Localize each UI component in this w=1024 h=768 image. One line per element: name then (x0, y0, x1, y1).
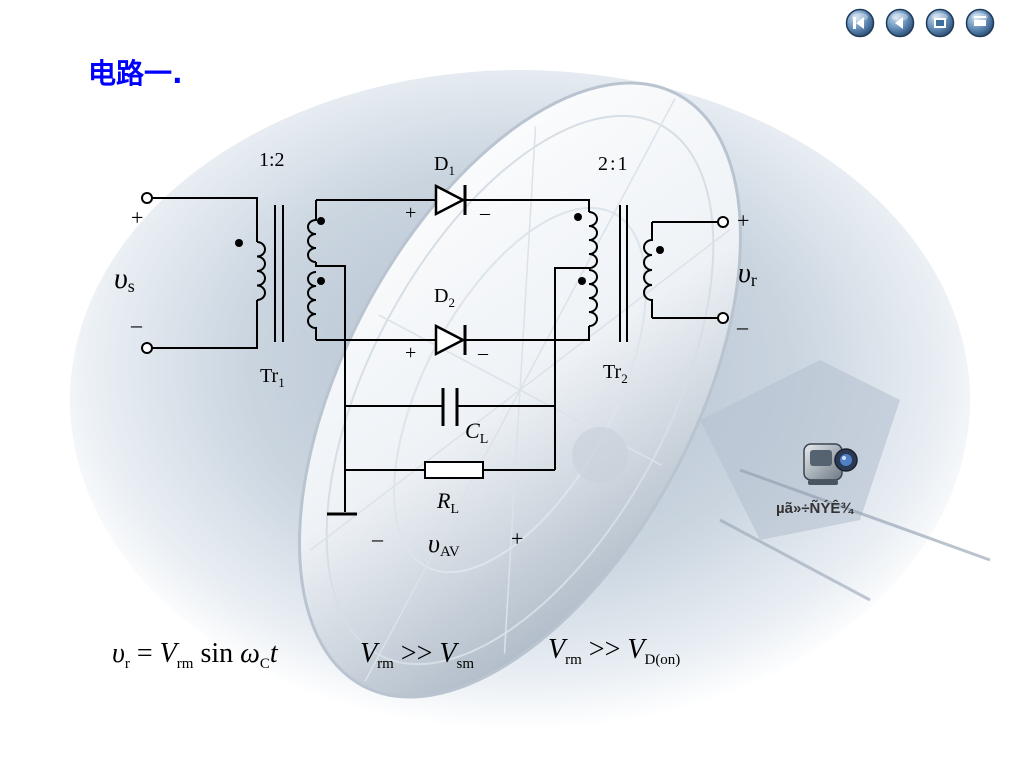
bottom-rail (316, 326, 590, 341)
tr2-coil-upper (588, 211, 598, 269)
vs-plus: + (131, 205, 143, 230)
equation-vrm-vdon: Vrm >> VD(on) (548, 634, 680, 668)
d1-label: D1 (434, 153, 455, 178)
vr-minus: – (736, 314, 749, 339)
vr-label: υr (738, 258, 757, 290)
forward-icon (925, 8, 955, 38)
capacitor-plates (441, 388, 459, 426)
tr1-primary-coil (256, 241, 266, 301)
output-terminal-bottom (717, 312, 729, 324)
vav-label: υAV (428, 529, 460, 560)
input-terminal-top (141, 192, 153, 204)
d1-plus: + (405, 202, 416, 224)
vs-minus: – (130, 312, 143, 337)
resistor-body (424, 461, 484, 479)
next-slide-button[interactable] (925, 8, 955, 38)
top-rail (316, 199, 590, 212)
d1-minus: – (479, 202, 491, 224)
rl-label: RL (436, 488, 459, 517)
center-tap-left (315, 262, 346, 512)
d2-plus: + (405, 342, 416, 364)
tr1-label: Tr1 (260, 365, 285, 390)
slide-title: 电路一. (88, 57, 183, 90)
vs-label: υs (114, 262, 135, 296)
back-icon (885, 8, 915, 38)
first-slide-button[interactable] (845, 8, 875, 38)
last-slide-button[interactable] (965, 8, 995, 38)
tr2-label: Tr2 (603, 361, 628, 386)
cl-label: CL (465, 418, 488, 447)
diode-d1 (434, 183, 467, 217)
end-icon (965, 8, 995, 38)
equation-vr: υr = Vrm sin ωCt (112, 638, 279, 672)
d2-minus: – (477, 342, 489, 364)
tr2-ratio-label: 2:1 (598, 153, 630, 175)
tr1-secondary-coil-lower (307, 271, 317, 340)
center-tap-right (554, 267, 589, 470)
polarity-dots (235, 213, 664, 285)
video-demo-button[interactable] (800, 438, 860, 488)
output-terminal-top (717, 216, 729, 228)
d2-label: D2 (434, 285, 455, 310)
tr1-secondary-coil-upper (307, 200, 317, 263)
vav-minus: – (371, 526, 384, 551)
diode-d2 (434, 323, 467, 357)
rewind-icon (845, 8, 875, 38)
tr1-core (274, 205, 284, 342)
input-wires (152, 197, 258, 349)
vav-plus: + (511, 526, 523, 551)
tr2-output-coil (643, 222, 653, 318)
input-terminal-bottom (141, 342, 153, 354)
tr1-ratio-label: 1:2 (259, 149, 285, 171)
equation-vrm-vsm: Vrm >> Vsm (360, 638, 474, 672)
vr-plus: + (737, 208, 749, 233)
previous-slide-button[interactable] (885, 8, 915, 38)
video-demo-label[interactable]: µã»÷ÑÝÊ¾ (776, 500, 853, 517)
tr2-core (619, 205, 628, 342)
output-wires (652, 221, 718, 319)
tr2-coil-lower (588, 269, 598, 327)
video-camera-icon (803, 443, 858, 485)
